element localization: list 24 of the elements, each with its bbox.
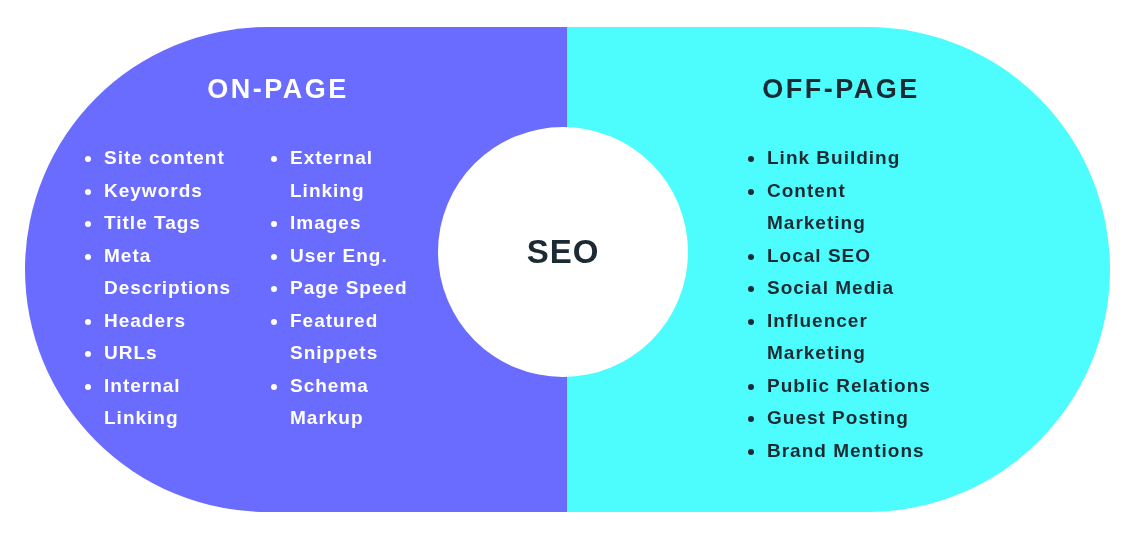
list-item-text: User Eng. bbox=[290, 243, 389, 268]
list-item-text: Influencer Marketing bbox=[767, 308, 869, 365]
list-item-text: Featured Snippets bbox=[290, 308, 380, 365]
list-item-text: Site content bbox=[104, 146, 226, 170]
list-item-text: Keywords bbox=[104, 178, 204, 203]
center-label: SEO bbox=[526, 233, 600, 271]
list-item-text: Social Media bbox=[767, 276, 896, 300]
list-item-text: Guest Posting bbox=[767, 406, 910, 430]
list-item-text: Meta Descriptions bbox=[104, 243, 233, 300]
list-item-text: Link Building bbox=[767, 146, 902, 170]
list-item-text: Headers bbox=[104, 308, 187, 333]
section-heading: OFF-PAGE bbox=[762, 74, 920, 105]
list-item-text: Schema Markup bbox=[290, 373, 370, 430]
list-item-text: Public Relations bbox=[767, 373, 932, 398]
list-item-text: External Linking bbox=[290, 146, 374, 203]
list-item-text: Content Marketing bbox=[767, 178, 867, 235]
list-item-text: Title Tags bbox=[104, 211, 202, 235]
list-item-text: Internal Linking bbox=[104, 373, 182, 430]
list-item-text: Brand Mentions bbox=[767, 438, 926, 463]
list-item-text: URLs bbox=[104, 341, 159, 365]
list-item-text: Local SEO bbox=[767, 243, 873, 268]
list-item-text: Page Speed bbox=[290, 276, 408, 300]
section-heading: ON-PAGE bbox=[207, 74, 349, 105]
list-item-text: Images bbox=[290, 211, 363, 235]
